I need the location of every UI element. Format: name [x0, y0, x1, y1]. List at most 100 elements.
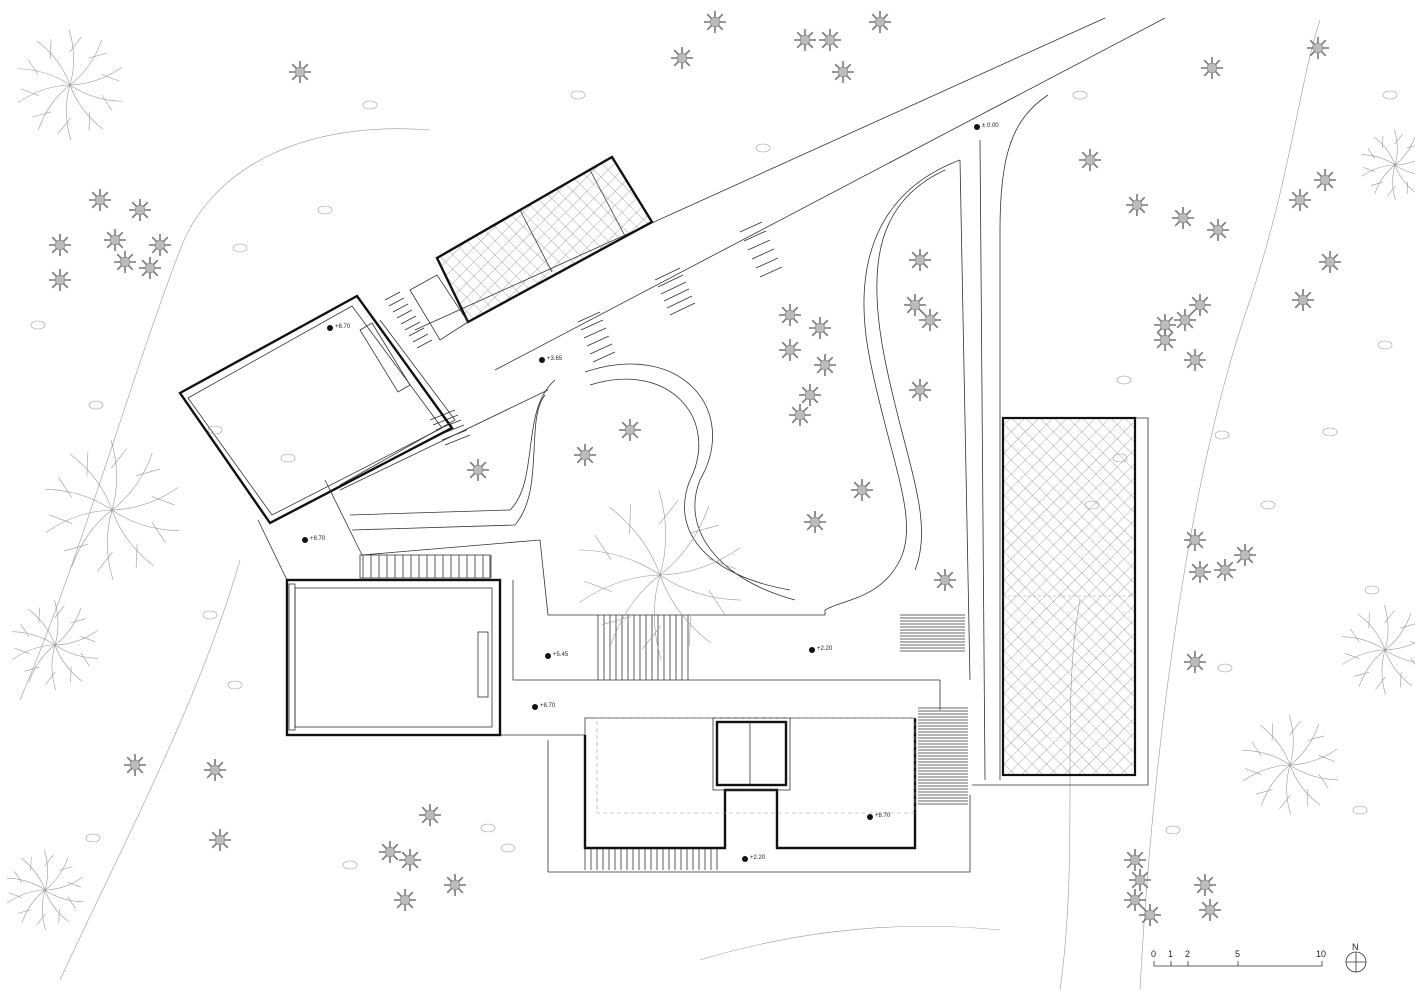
garden-paths: [349, 159, 971, 681]
elevation-label: +2.20: [817, 646, 833, 652]
shrub-icon: [904, 294, 926, 316]
shrub-icon: [779, 339, 801, 361]
shrub-icon: [89, 189, 111, 211]
shrub-icon: [1234, 544, 1256, 566]
shrub-icon: [1184, 349, 1206, 371]
shrub-icon: [919, 309, 941, 331]
terrain-contours: [19, 19, 1321, 991]
elevation-marker: ± 0.00: [974, 123, 999, 130]
stone-icon: [202, 610, 218, 620]
stair-flight: [597, 615, 689, 680]
elevation-label: +3.65: [547, 356, 563, 362]
stone-icon: [227, 680, 243, 690]
elevation-label: +8.70: [310, 536, 326, 542]
elevation-marker: +8.70: [327, 324, 351, 331]
scale-tick-label: 10: [1316, 949, 1326, 959]
shrub-icon: [1139, 904, 1161, 926]
stone-icon: [1352, 805, 1368, 815]
stone-icon: [1322, 427, 1338, 437]
stone-icon: [1084, 500, 1100, 510]
shrub-icon: [909, 379, 931, 401]
shrub-icon: [1154, 329, 1176, 351]
stone-icon: [85, 833, 101, 843]
scale-tick-label: 5: [1235, 949, 1240, 959]
stone-icon: [280, 453, 296, 463]
elevation-label: +2.20: [750, 855, 766, 861]
shrub-icon: [1194, 874, 1216, 896]
stone-icon: [500, 843, 516, 853]
shrub-icon: [204, 759, 226, 781]
shrub-icon: [379, 841, 401, 863]
lower-hall-building: [285, 578, 502, 737]
shrub-icon: [444, 874, 466, 896]
shrub-icon: [1172, 207, 1194, 229]
shrub-icon: [1184, 529, 1206, 551]
stone-icon: [1260, 500, 1276, 510]
stair-flight: [429, 409, 471, 446]
shrub-icon: [799, 384, 821, 406]
stair-flight: [918, 707, 968, 805]
link-passage: [257, 479, 363, 581]
stair-flight: [654, 267, 696, 316]
shrub-icon: [1079, 149, 1101, 171]
stone-icon: [1116, 375, 1132, 385]
shrub-icon: [671, 47, 693, 69]
shrub-icon: [789, 404, 811, 426]
stone-icon: [1377, 340, 1393, 350]
scale-bar: 0 1 2 5 10: [1151, 949, 1326, 967]
shrub-icon: [49, 269, 71, 291]
stone-icon: [1217, 663, 1233, 673]
stone-icon: [480, 823, 496, 833]
shrub-icon: [1307, 37, 1329, 59]
shrub-icon: [289, 61, 311, 83]
shrub-icon: [1184, 651, 1206, 673]
shrub-icon: [139, 257, 161, 279]
upper-hall-building: [178, 294, 456, 525]
stairs: [362, 221, 968, 870]
shrub-icon: [819, 29, 841, 51]
tree-icon: [1242, 714, 1338, 816]
shrub-icon: [934, 569, 956, 591]
shrub-icon: [814, 354, 836, 376]
stair-flight: [577, 311, 616, 363]
shrub-icon: [1189, 294, 1211, 316]
shrub-icon: [1124, 849, 1146, 871]
tree-icon: [6, 849, 84, 931]
trees: [6, 29, 1415, 931]
shrub-icon: [804, 511, 826, 533]
elevation-marker: +8.70: [867, 813, 891, 820]
stone-icon: [1214, 430, 1230, 440]
elevation-marker: +2.20: [809, 646, 833, 653]
north-arrow-icon: N: [1345, 942, 1367, 973]
upper-sports-court: [409, 155, 654, 341]
shrub-icon: [114, 251, 136, 273]
shrub-icon: [49, 234, 71, 256]
elevation-label: ± 0.00: [982, 123, 999, 129]
shrub-icon: [104, 229, 126, 251]
tree-icon: [45, 439, 179, 581]
stone-icon: [1165, 825, 1181, 835]
elevation-marker: +3.65: [539, 356, 563, 363]
shrub-icon: [1292, 289, 1314, 311]
shrubs: [49, 11, 1341, 926]
stone-icon: [317, 205, 333, 215]
elevation-label: +8.70: [335, 324, 351, 330]
stair-flight: [739, 221, 783, 278]
shrub-icon: [909, 249, 931, 271]
shrub-icon: [1314, 169, 1336, 191]
stone-icon: [88, 400, 104, 410]
shrub-icon: [832, 61, 854, 83]
stone-icon: [1112, 453, 1128, 463]
shrub-icon: [851, 479, 873, 501]
tree-icon: [12, 599, 98, 691]
tree-icon: [1361, 129, 1415, 201]
elevation-marker: +5.45: [545, 652, 569, 659]
stone-icon: [207, 425, 223, 435]
lower-building: [583, 717, 917, 850]
shrub-icon: [467, 459, 489, 481]
shrub-icon: [1126, 194, 1148, 216]
tree-icon: [1342, 604, 1415, 696]
stone-icon: [755, 143, 771, 153]
shrub-icon: [619, 419, 641, 441]
